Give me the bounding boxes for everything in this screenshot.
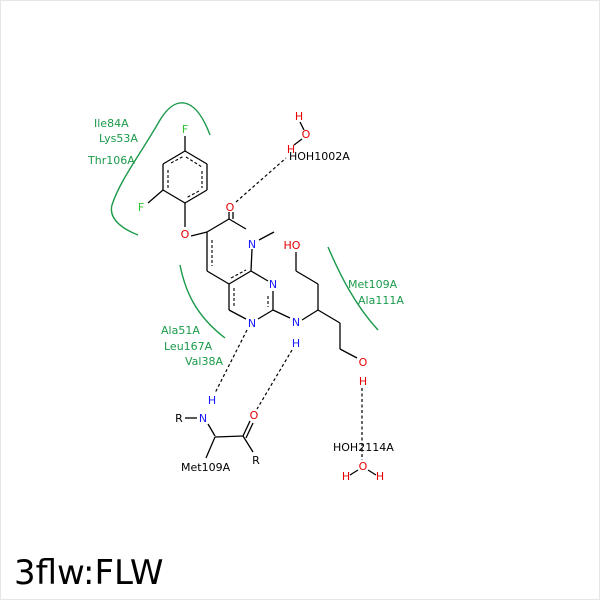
hbond-H-amine-O: [256, 349, 293, 410]
atom-O-ether: O: [181, 228, 190, 241]
hydrophobic-arc-right: [327, 246, 379, 331]
atom-F-top: F: [182, 123, 188, 136]
bond-CA-C: [214, 435, 244, 438]
bond-C2-N-amine: [272, 309, 291, 319]
water1-bond-O-H2: [293, 138, 303, 146]
water2-bond-O-H2: [367, 469, 377, 476]
residue-val38: Val38A: [185, 355, 223, 368]
residue-lys53: Lys53A: [99, 132, 138, 145]
residue-leu167: Leu167A: [164, 340, 213, 353]
water2-label: HOH2114A: [333, 441, 394, 454]
res-met109-label: Met109A: [181, 461, 231, 474]
bond-N-methyl: [258, 231, 275, 241]
residue-ala51: Ala51A: [161, 324, 200, 337]
water1-H1: H: [295, 110, 303, 123]
atom-H-amine: H: [292, 337, 300, 350]
res-N: N: [199, 412, 207, 425]
pyridinone-ring: [206, 218, 253, 285]
atom-N-pyr2: N: [248, 317, 256, 330]
residue-met109: Met109A: [348, 278, 398, 291]
water1-O: O: [302, 128, 311, 141]
residue-ile84: Ile84A: [94, 117, 129, 130]
bond-N-amine-CH: [301, 309, 319, 321]
atom-N-amine: N: [292, 316, 300, 329]
water2-O: O: [359, 460, 368, 473]
pyrimidine-ring: [228, 270, 274, 320]
water1-H2: H: [287, 143, 295, 156]
atom-HO-top: HO: [284, 239, 301, 252]
water2-bond-O-H1: [349, 469, 359, 476]
bond-C-O-1: [242, 420, 251, 437]
bond-to-O-bottom: [339, 348, 358, 359]
bond-CH-down: [317, 309, 341, 324]
bond-N-CA: [207, 423, 216, 437]
bond-C-O-2: [245, 422, 254, 439]
bond-C-R2: [242, 435, 254, 453]
atom-O-carbonyl: O: [226, 201, 235, 214]
residue-ala111: Ala111A: [358, 294, 404, 307]
bond-ring-F-left: [147, 189, 164, 204]
atom-F-left: F: [138, 201, 144, 214]
water1-label: HOH1002A: [289, 150, 350, 163]
res-R1: R: [175, 412, 183, 425]
water1-bond-H1-O: [299, 121, 305, 131]
atom-N-pyr1: N: [269, 278, 277, 291]
bond-CA-side: [205, 436, 216, 459]
hbond-carbonyl-water: [235, 157, 287, 203]
hydrophobic-arc-top-left: [110, 102, 211, 236]
atom-N-methyl: N: [248, 238, 256, 251]
water2-H1: H: [342, 470, 350, 483]
water2-H2: H: [376, 470, 384, 483]
bond-O-ether-C6: [190, 231, 208, 237]
bond-up-up: [295, 270, 319, 285]
atom-O-bottom: O: [359, 356, 368, 369]
atom-H-bottom: H: [359, 375, 367, 388]
diagram-title: 3flw:FLW: [14, 553, 163, 593]
hbond-N-pyr-H: [214, 329, 248, 394]
res-O: O: [250, 409, 259, 422]
hydrophobic-arc-lower-left: [179, 264, 226, 339]
res-H: H: [208, 394, 216, 407]
residue-thr106: Thr106A: [87, 154, 135, 167]
res-R2: R: [252, 454, 260, 467]
difluorophenyl-ring: [162, 150, 208, 204]
